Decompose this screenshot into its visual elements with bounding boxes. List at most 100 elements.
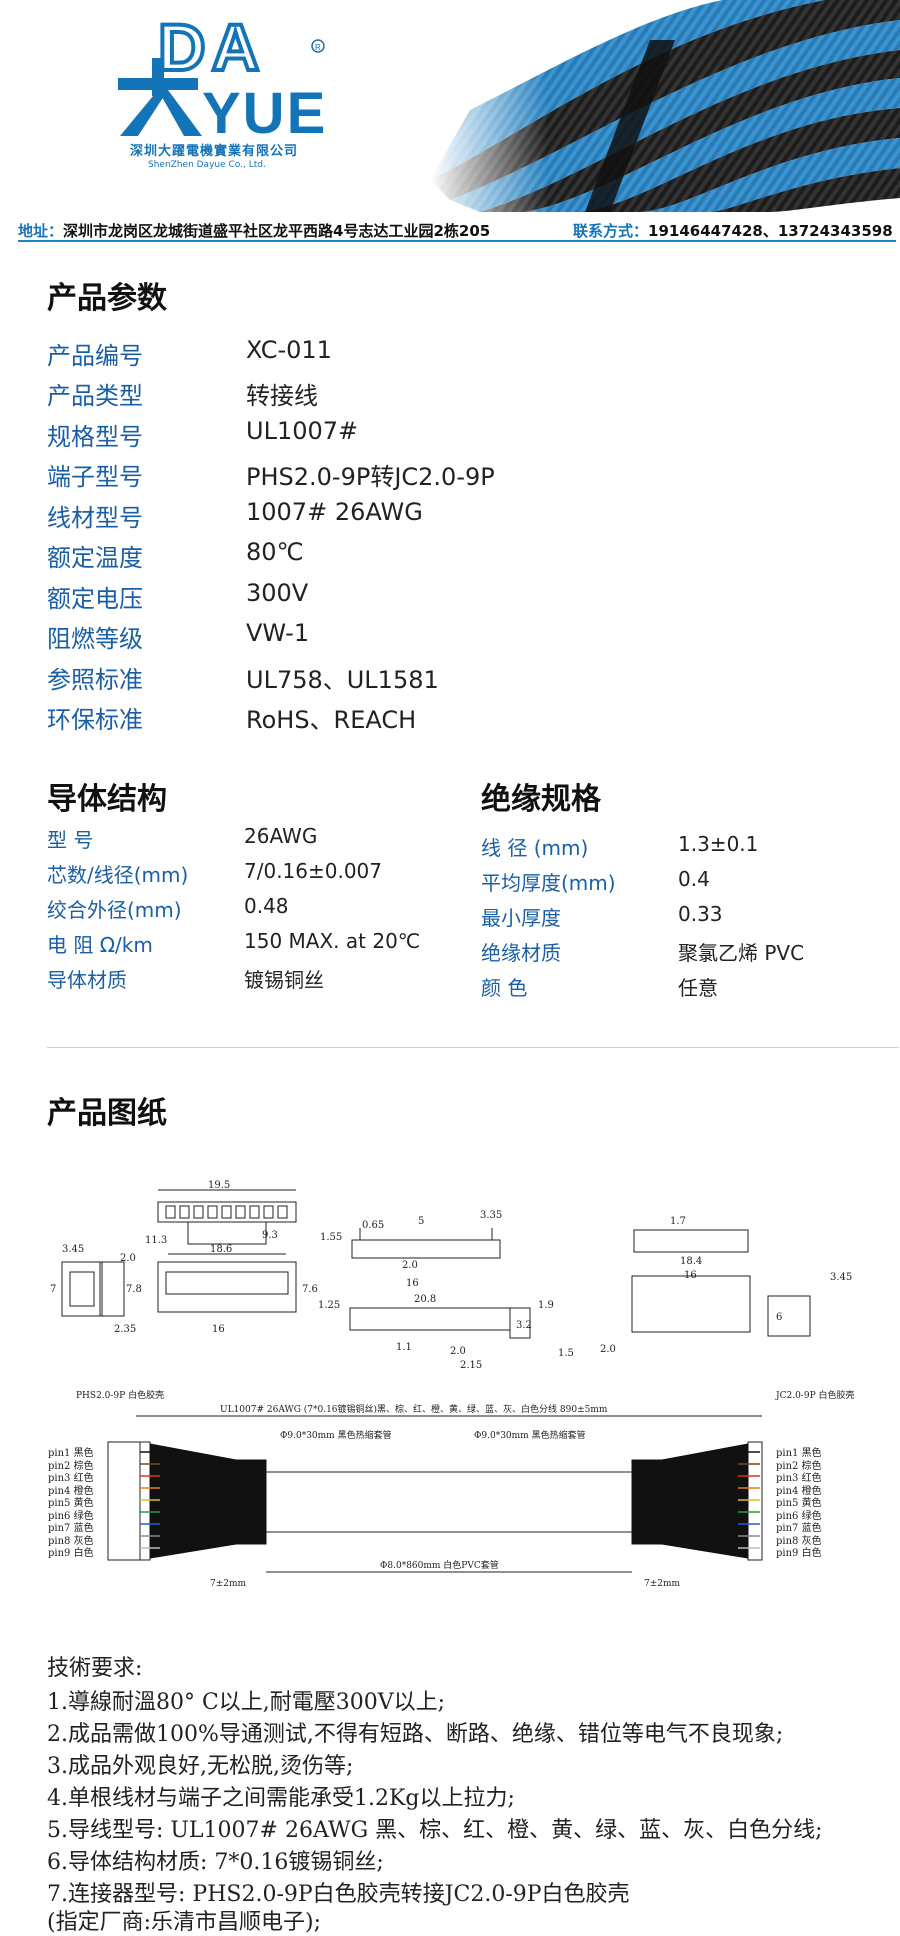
pin-label: pin7 蓝色 [48, 1523, 94, 1534]
param-label: 额定电压 [47, 585, 143, 613]
dim-label: 3.2 [516, 1320, 532, 1331]
insulation-value: 1.3±0.1 [678, 832, 759, 856]
pvc-label: Φ8.0*860mm 白色PVC套管 [380, 1559, 499, 1571]
dim-label: 9.3 [262, 1230, 278, 1241]
param-value: XC-011 [246, 336, 332, 364]
dim-label: 7.6 [302, 1284, 318, 1295]
insulation-label: 平均厚度(mm) [481, 871, 616, 895]
header-side-view: 1.25 1.9 20.8 3.2 1.1 2.0 2.15 1.5 [318, 1294, 574, 1371]
dim-label: 20.8 [414, 1294, 436, 1305]
pin-label: pin4 橙色 [48, 1485, 94, 1497]
insulation-label: 线 径 (mm) [481, 836, 589, 860]
connector-front-view: 18.6 2.0 7.6 16 [120, 1244, 318, 1335]
connector-slot [221, 1205, 232, 1219]
pin-label: pin2 棕色 [48, 1460, 94, 1472]
param-label: 环保标准 [47, 706, 143, 734]
address-value: 深圳市龙岗区龙城街道盛平社区龙平西路4号志达工业园2栋205 [63, 222, 491, 240]
logo-company-cn: 深圳大躍電機實業有限公司 [130, 144, 299, 159]
address-label: 地址： [18, 222, 64, 240]
connector-slot [249, 1205, 260, 1219]
conductor-label: 芯数/线径(mm) [47, 863, 189, 887]
requirement-item: 5.导线型号: UL1007# 26AWG 黑、棕、红、橙、黄、绿、蓝、灰、白色… [47, 1818, 823, 1843]
dim-label: 11.3 [145, 1235, 167, 1246]
pin-label: pin1 黑色 [776, 1448, 822, 1459]
dim-label: 2.35 [114, 1324, 136, 1335]
drawing-title: 产品图纸 [47, 1096, 167, 1131]
header-top-view: 0.65 5 3.35 1.55 2.0 16 [320, 1210, 502, 1289]
phone: 联系方式：19146447428、13724343598 [573, 220, 893, 241]
pin-label: pin6 绿色 [48, 1510, 94, 1522]
param-value: PHS2.0-9P转JC2.0-9P [246, 463, 495, 491]
pin-label: pin7 蓝色 [776, 1523, 822, 1534]
connector-slot [263, 1205, 274, 1219]
pin-label: pin8 灰色 [776, 1535, 822, 1547]
connector-slot [277, 1205, 288, 1219]
dim-label: 16 [684, 1270, 697, 1281]
requirement-item: 2.成品需做100%导通测试,不得有短路、断路、绝缘、错位等电气不良现象; [47, 1722, 784, 1747]
insulation-label: 颜 色 [481, 976, 528, 1000]
phone-label: 联系方式： [573, 222, 649, 240]
requirement-item: 4.单根线材与端子之间需能承受1.2Kg以上拉力; [47, 1786, 515, 1811]
connector-side-view: 3.45 7 7.8 2.35 [50, 1244, 142, 1335]
wire-spec-label: UL1007# 26AWG (7*0.16镀锡铜丝)黑、棕、红、橙、黄、绿、蓝、… [220, 1403, 608, 1415]
pin-label: pin9 白色 [48, 1548, 94, 1559]
requirement-item: 3.成品外观良好,无松脱,烫伤等; [47, 1754, 354, 1779]
dim-label: 7 [50, 1284, 56, 1295]
dim-label: 1.55 [320, 1232, 342, 1243]
dim-label: 16 [212, 1324, 225, 1335]
dim-label: 1.1 [396, 1342, 412, 1353]
conductor-value: 150 MAX. at 20℃ [244, 929, 421, 953]
param-value: RoHS、REACH [246, 706, 417, 734]
logo-company-en: ShenZhen Dayue Co., Ltd. [148, 160, 266, 170]
logo-da-text: DA [158, 10, 265, 84]
dim-label: 7.8 [126, 1284, 142, 1295]
pin-label: pin4 橙色 [776, 1485, 822, 1497]
pin-label: pin1 黑色 [48, 1448, 94, 1459]
svg-text:R: R [315, 43, 321, 52]
dim-label: 3.45 [830, 1272, 852, 1283]
dim-label: 2.0 [450, 1346, 466, 1357]
pin-label: pin8 灰色 [48, 1535, 94, 1547]
connector-top-view: 19.5 11.3 9.3 [145, 1180, 297, 1246]
contact-divider [18, 240, 896, 242]
param-label: 阻燃等级 [47, 625, 143, 653]
params-title: 产品参数 [47, 281, 167, 316]
param-label: 额定温度 [47, 544, 143, 572]
jc-connector-views: 1.7 18.4 16 3.45 6 2.0 [600, 1216, 852, 1355]
conductor-value: 0.48 [244, 894, 289, 918]
dim-label: 6 [776, 1312, 782, 1323]
requirement-item: (指定厂商:乐清市昌顺电子); [47, 1910, 321, 1935]
conductor-label: 导体材质 [47, 968, 127, 992]
dim-label: 1.5 [558, 1348, 574, 1359]
param-label: 规格型号 [47, 423, 143, 451]
pin-label: pin5 黄色 [776, 1498, 822, 1509]
dim-label: 18.6 [210, 1244, 232, 1255]
conductor-value: 镀锡铜丝 [244, 968, 324, 992]
technical-drawing: 19.5 11.3 9.3 18.6 2.0 7.6 16 3.45 7 7.8… [50, 1180, 855, 1589]
pin-label: pin3 红色 [776, 1473, 822, 1484]
dim-label: 1.7 [670, 1216, 686, 1227]
dim-label: 18.4 [680, 1256, 702, 1267]
insulation-value: 任意 [678, 976, 718, 1000]
param-label: 产品编号 [47, 342, 143, 370]
cable-photo [430, 0, 900, 212]
pin-label: pin3 红色 [48, 1473, 94, 1484]
dim-label: 3.35 [480, 1210, 502, 1221]
tol-left-label: 7±2mm [210, 1579, 247, 1589]
param-value: VW-1 [246, 619, 310, 647]
insulation-label: 绝缘材质 [481, 941, 561, 965]
dim-label: 0.65 [362, 1220, 384, 1231]
requirement-item: 7.连接器型号: PHS2.0-9P白色胶壳转接JC2.0-9P白色胶壳 [47, 1882, 630, 1907]
contact-bar: 地址：深圳市龙岗区龙城街道盛平社区龙平西路4号志达工业园2栋205 联系方式：1… [0, 212, 900, 246]
phone-value: 19146447428、13724343598 [648, 222, 893, 240]
pin-label: pin6 绿色 [776, 1510, 822, 1522]
param-value: 1007# 26AWG [246, 498, 423, 526]
dim-label: 16 [406, 1278, 419, 1289]
left-connector-label: PHS2.0-9P 白色胶壳 [76, 1389, 164, 1401]
dim-label: 2.0 [402, 1260, 418, 1271]
conductor-value: 26AWG [244, 824, 318, 848]
dim-label: 2.15 [460, 1360, 482, 1371]
connector-slot [193, 1205, 204, 1219]
param-value: UL758、UL1581 [246, 666, 439, 694]
